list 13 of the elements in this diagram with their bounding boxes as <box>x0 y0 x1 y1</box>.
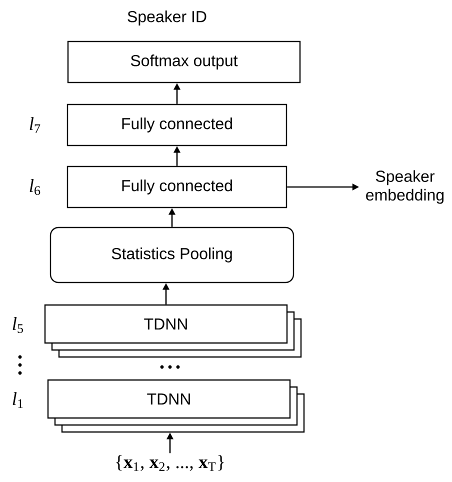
output-heading: Speaker ID <box>128 10 206 26</box>
stacked-layer-box: TDNN <box>44 304 302 358</box>
layer-box: Fully connected <box>66 104 288 146</box>
layer-label: l$_{7}$ <box>30 117 40 133</box>
stacked-layer-box: TDNN <box>47 379 305 433</box>
pooling-box: Statistics Pooling <box>50 226 294 284</box>
input-sequence: {x$_{1}$, x$_{2}$, ..., x$_{T}$} <box>116 455 224 471</box>
layer-label: l$_{5}$ <box>12 317 24 333</box>
layer-box: Fully connected <box>66 166 288 208</box>
layer-label: l$_{6}$ <box>30 179 40 195</box>
output-label: Speaker embedding <box>366 170 444 204</box>
layer-box: Softmax output <box>67 40 301 84</box>
layer-label: l$_{1}$ <box>12 392 23 408</box>
